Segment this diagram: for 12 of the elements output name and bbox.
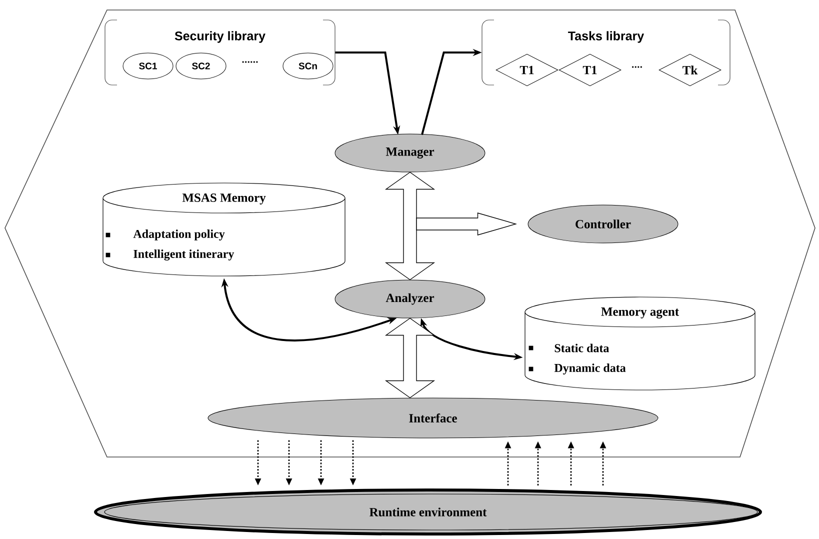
hexagon-frame [4,10,816,458]
bullet-item: Adaptation policy [106,230,225,240]
ellipsis-dots: .... [632,66,642,68]
block-arrow [384,318,436,398]
block-arrow [384,172,436,280]
bullet-item: Intelligent itinerary [106,250,234,260]
memory-cylinder: MSAS Memory Adaptation policy Intelligent itinerary [102,182,346,276]
ellipsis-dots: ...... [242,61,258,63]
memory-cylinder: Memory agent Static data Dynamic data [524,296,756,390]
bullet-item: Dynamic data [528,364,626,374]
bullet-item: Static data [528,344,610,352]
block-arrow [416,212,518,236]
